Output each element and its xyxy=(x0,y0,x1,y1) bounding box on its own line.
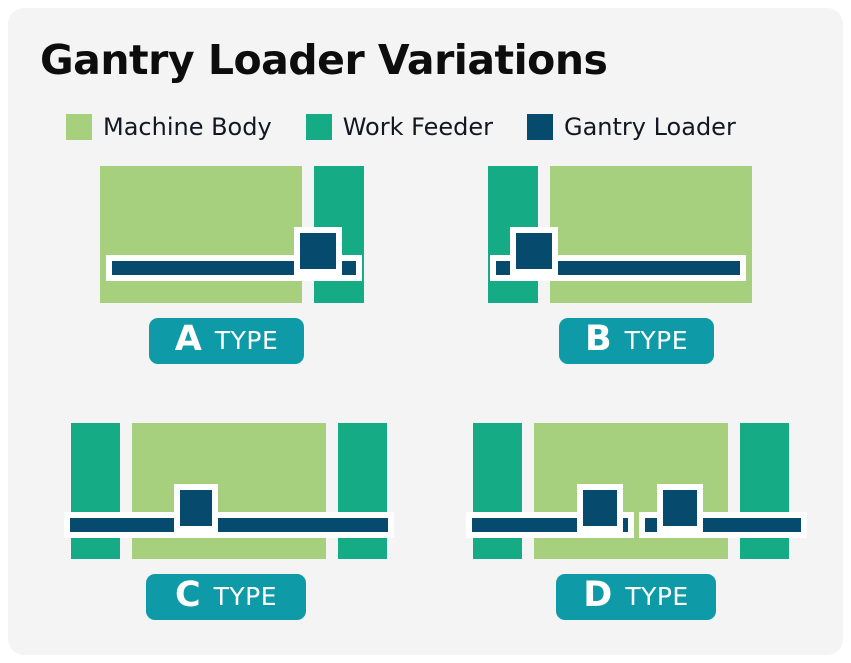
machine-body-block xyxy=(100,166,302,303)
legend-label: Machine Body xyxy=(103,113,272,141)
diagram-d-stage xyxy=(426,416,836,568)
badge-letter: C xyxy=(174,574,201,615)
diagram-a-stage xyxy=(16,158,426,310)
gantry-carriage xyxy=(294,227,342,275)
gantry-rail-left xyxy=(466,512,634,538)
work-feeder-block-right xyxy=(338,423,387,559)
color-swatch-icon xyxy=(526,114,553,140)
gantry-carriage xyxy=(174,484,218,532)
gantry-carriage-right xyxy=(657,484,703,532)
type-badge-d: D TYPE xyxy=(556,574,716,620)
badge-word: TYPE xyxy=(214,325,279,355)
gantry-carriage xyxy=(510,227,558,275)
legend: Machine Body Work Feeder Gantry Loader xyxy=(66,113,736,141)
badge-letter: A xyxy=(174,318,202,359)
diagram-d: D TYPE xyxy=(426,416,836,656)
gantry-rail xyxy=(64,512,394,538)
diagram-c-stage xyxy=(16,416,426,568)
work-feeder-block-right xyxy=(740,423,789,559)
diagram-a: A TYPE xyxy=(16,158,426,398)
work-feeder-block-left xyxy=(71,423,120,559)
badge-word: TYPE xyxy=(213,581,278,611)
badge-letter: B xyxy=(584,318,612,359)
badge-word: TYPE xyxy=(624,325,689,355)
badge-word: TYPE xyxy=(625,581,689,611)
legend-item-machine-body: Machine Body xyxy=(66,113,272,141)
type-badge-b: B TYPE xyxy=(559,318,714,364)
badge-letter: D xyxy=(583,574,613,615)
legend-label: Work Feeder xyxy=(342,113,493,141)
work-feeder-block-left xyxy=(473,423,522,559)
diagram-b-stage xyxy=(426,158,836,310)
diagram-b: B TYPE xyxy=(426,158,836,398)
legend-item-work-feeder: Work Feeder xyxy=(305,113,493,141)
legend-item-gantry-loader: Gantry Loader xyxy=(526,113,736,141)
gantry-carriage-left xyxy=(577,484,623,532)
machine-body-block xyxy=(132,423,326,559)
machine-body-block xyxy=(550,166,752,303)
main-card: Gantry Loader Variations Machine Body Wo… xyxy=(8,8,843,655)
legend-label: Gantry Loader xyxy=(563,113,736,141)
page-title: Gantry Loader Variations xyxy=(40,36,608,84)
type-badge-a: A TYPE xyxy=(149,318,304,364)
diagram-c: C TYPE xyxy=(16,416,426,656)
type-badge-c: C TYPE xyxy=(146,574,306,620)
color-swatch-icon xyxy=(66,114,92,140)
color-swatch-icon xyxy=(305,114,332,140)
